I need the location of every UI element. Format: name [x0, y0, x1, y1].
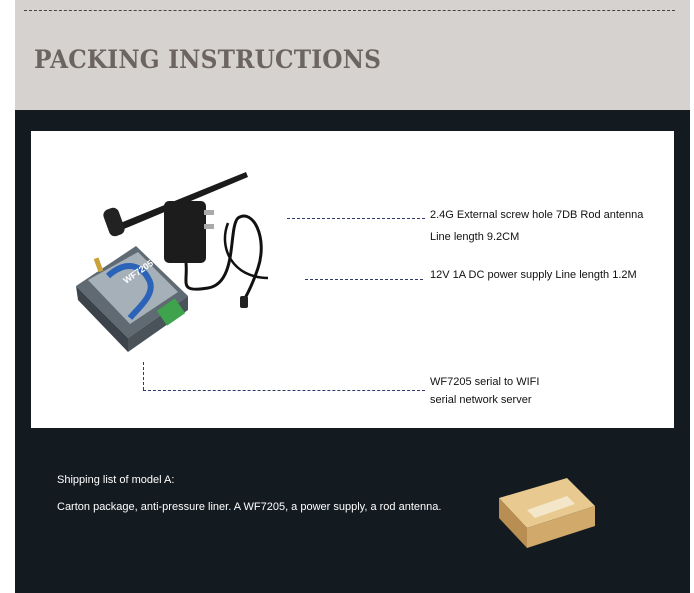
antenna-callout-line1: 2.4G External screw hole 7DB Rod antenna — [430, 209, 644, 221]
header-band: PACKING INSTRUCTIONS — [15, 0, 690, 110]
top-dashed-divider — [24, 10, 675, 11]
carton-box-image — [499, 478, 595, 548]
shipping-contents: Carton package, anti-pressure liner. A W… — [57, 501, 442, 513]
antenna-callout-line2: Line length 9.2CM — [430, 231, 520, 243]
device-leader-vertical — [143, 362, 144, 390]
power-callout: 12V 1A DC power supply Line length 1.2M — [430, 269, 637, 281]
device-image: WF7205 — [76, 246, 188, 352]
device-callout-line1: WF7205 serial to WIFI — [430, 376, 540, 388]
power-leader-line — [305, 279, 423, 280]
product-image: WF7205 — [76, 172, 269, 352]
page-title: PACKING INSTRUCTIONS — [34, 45, 382, 74]
antenna-leader-line — [287, 218, 425, 219]
power-adapter-image — [164, 201, 269, 308]
shipping-heading: Shipping list of model A: — [57, 474, 175, 486]
device-callout-line2: serial network server — [430, 394, 532, 406]
device-leader-line — [143, 390, 425, 391]
